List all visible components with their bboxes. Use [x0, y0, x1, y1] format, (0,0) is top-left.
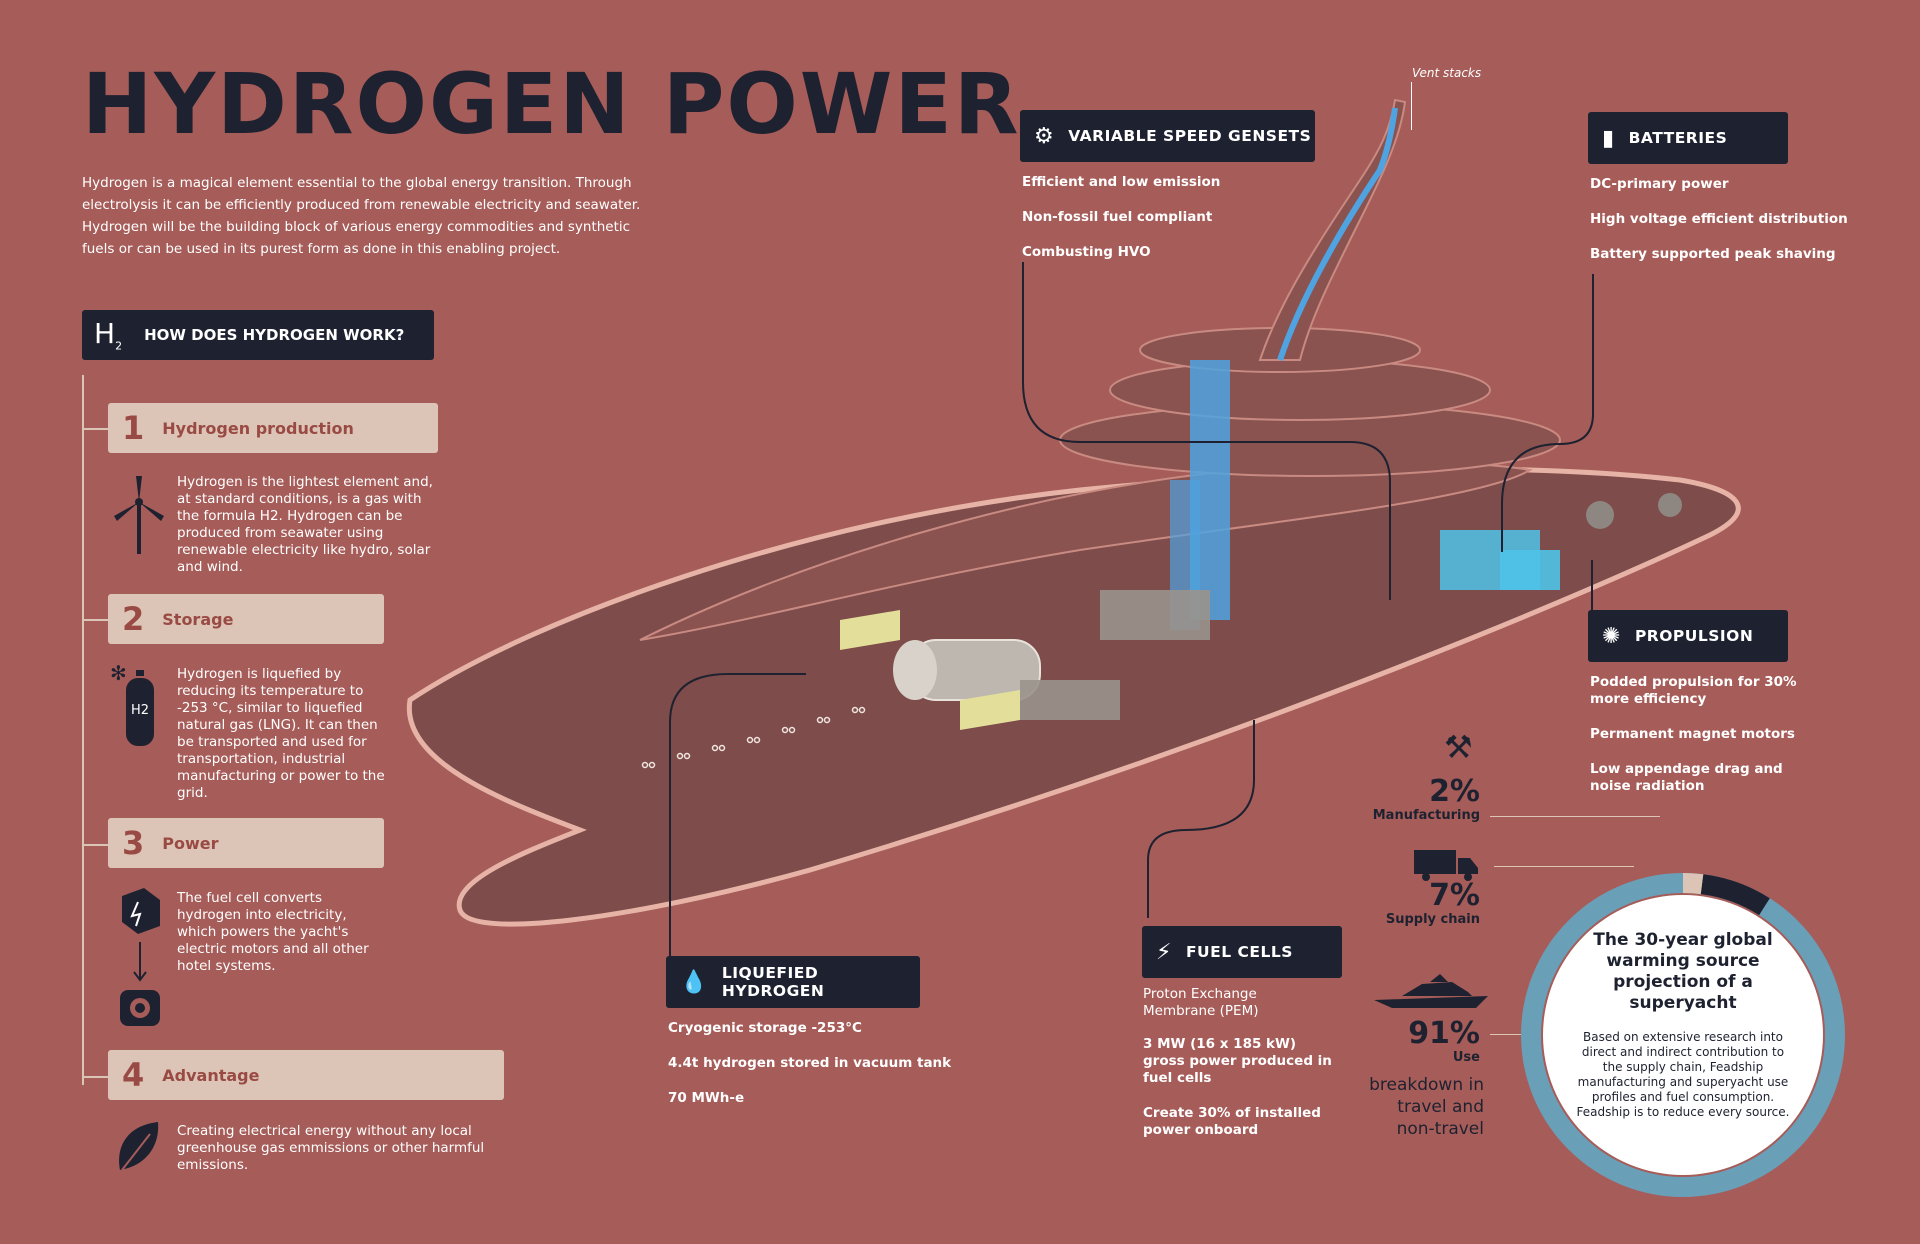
stat-manufacturing-value: 2%	[1429, 774, 1480, 809]
liquefied-leader-line	[669, 673, 806, 956]
gears-icon: ⚙	[1034, 123, 1055, 149]
batteries-leader-line	[1501, 274, 1594, 552]
stat-supply-label: Supply chain	[1385, 912, 1480, 927]
circle-text: Based on extensive research into direct …	[1576, 1030, 1790, 1119]
stat-manufacturing-label: Manufacturing	[1372, 808, 1480, 823]
truck-icon	[1414, 850, 1478, 881]
circle-title: The 30-year global warming source projec…	[1593, 930, 1773, 1013]
how-title: HOW DOES HYDROGEN WORK?	[144, 326, 405, 344]
step-4-desc: Creating electrical energy without any l…	[177, 1123, 485, 1173]
droplet-icon: 💧	[680, 969, 708, 995]
fuel-cell-icon	[120, 888, 160, 1026]
liquefied-bullets: Cryogenic storage -253°C 4.4t hydrogen s…	[668, 1020, 952, 1106]
yacht-cutaway-illustration	[406, 98, 1741, 927]
battery-icon: ▮	[1602, 125, 1615, 151]
h2-icon: H2	[94, 317, 123, 353]
yacht-icon	[1374, 974, 1488, 1008]
propulsion-bullets: Podded propulsion for 30% more efficienc…	[1590, 674, 1797, 794]
stat-use-value: 91%	[1408, 1016, 1480, 1051]
tank-label: H2	[131, 703, 149, 718]
liquefied-hydrogen-header: 💧LIQUEFIED HYDROGEN	[666, 956, 920, 1008]
fuel-cells-subtitle: Proton Exchange Membrane (PEM)	[1143, 986, 1259, 1019]
batteries-bullets: DC-primary power High voltage efficient …	[1590, 176, 1848, 262]
vent-stacks-label: Vent stacks	[1412, 66, 1482, 80]
batteries-header: ▮BATTERIES	[1588, 112, 1788, 164]
fuel-cells-leader-line	[1147, 720, 1255, 918]
step-1-desc: Hydrogen is the lightest element and, at…	[177, 474, 433, 575]
propulsion-header: ✺PROPULSION	[1588, 610, 1788, 662]
fuel-cells-header: ⚡FUEL CELLS	[1142, 926, 1342, 978]
warming-source-donut	[1521, 873, 1845, 1197]
breakdown-note: breakdown in travel and non-travel	[1369, 1075, 1484, 1139]
intro-text: Hydrogen is a magical element essential …	[82, 175, 641, 257]
lightning-icon: ⚡	[1156, 939, 1172, 965]
propeller-icon: ✺	[1602, 623, 1621, 649]
step-2-desc: Hydrogen is liquefied by reducing its te…	[177, 666, 385, 801]
wind-turbine-icon	[114, 476, 164, 554]
gensets-header: ⚙VARIABLE SPEED GENSETS	[1020, 110, 1315, 162]
leaf-icon	[119, 1122, 159, 1171]
svg-text:✻: ✻	[110, 664, 127, 685]
stat-supply-value: 7%	[1429, 878, 1480, 913]
hydrogen-tank-icon: ✻ H2	[110, 664, 154, 746]
ring-manufacturing-segment	[1521, 873, 1845, 1197]
step-3-desc: The fuel cell converts hydrogen into ele…	[177, 890, 369, 974]
tools-icon: ⚒	[1444, 728, 1473, 766]
donut-center	[1543, 895, 1823, 1175]
fuel-cells-bullets: 3 MW (16 x 185 kW) gross power produced …	[1143, 1036, 1332, 1138]
page-title: HYDROGEN POWER	[82, 55, 1021, 153]
stat-use-label: Use	[1452, 1050, 1480, 1065]
gensets-bullets: Efficient and low emission Non-fossil fu…	[1022, 174, 1221, 260]
gensets-leader-line	[1022, 262, 1391, 600]
steps-spine	[82, 375, 84, 1085]
how-hydrogen-works-header: H2 HOW DOES HYDROGEN WORK?	[82, 310, 434, 360]
